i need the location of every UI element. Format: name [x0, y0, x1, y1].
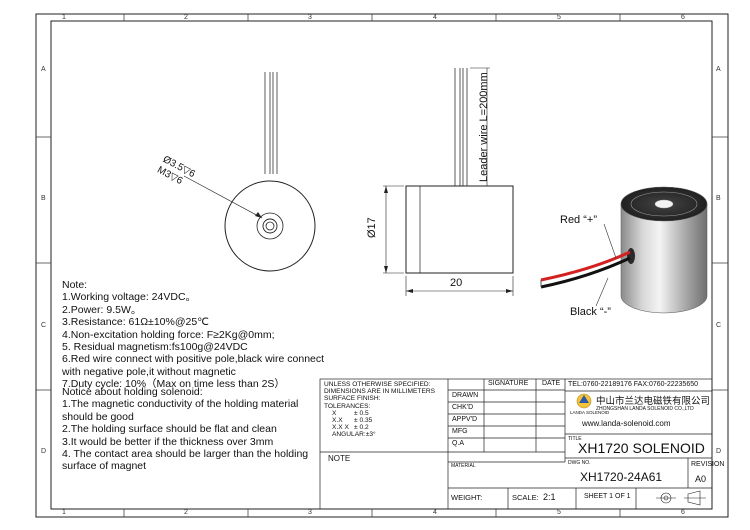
zone-label-row-a: A — [41, 66, 46, 73]
company-name-en: ZHONGSHAN LANDA SOLENOID CO.,LTD — [596, 406, 694, 412]
holding-note-line: should be good — [62, 410, 134, 423]
black-wire-label: Black “-” — [570, 306, 611, 318]
holding-note-line: 2.The holding surface should be flat and… — [62, 423, 277, 436]
signature-header: SIGNATURE — [488, 380, 529, 387]
title-label: TITLE — [568, 436, 582, 442]
holding-notes: Notice about holding solenoid: 1.The mag… — [62, 386, 308, 473]
zone-label-col-4-bottom: 4 — [433, 509, 437, 516]
tel-fax: TEL:0760-22189176 FAX:0760-22235650 — [568, 381, 698, 388]
row-drawn: DRAWN — [452, 392, 479, 399]
company-name-cn: 中山市兰达电磁铁有限公司 — [596, 396, 711, 407]
zone-label-row-d: D — [41, 448, 47, 455]
zone-label-row-c: C — [41, 322, 47, 329]
row-checked: CHK'D — [452, 404, 474, 411]
note-label: NOTE — [328, 454, 351, 463]
tolerance-row: X.X± 0.35 — [332, 417, 373, 425]
zone-label-col-5-bottom: 5 — [557, 509, 561, 516]
sheet-count: SHEET 1 OF 1 — [584, 493, 631, 500]
drawing-title: XH1720 SOLENOID — [578, 440, 705, 456]
material-label: MATERIAL — [451, 463, 476, 469]
spec-line: SURFACE FINISH: — [324, 395, 381, 403]
spec-line: UNLESS OTHERWISE SPECIFIED: — [324, 381, 431, 388]
holding-note-line: 1.The magnetic conductivity of the holdi… — [62, 398, 299, 411]
dwg-no-label: DWG NO. — [568, 460, 591, 466]
note-line: 7.Duty cycle: 10%（Max on time less than … — [62, 378, 285, 391]
weight-label: WEIGHT: — [451, 493, 483, 502]
zone-label-col-6: 6 — [681, 14, 685, 21]
date-header: DATE — [542, 380, 561, 387]
holding-note-line: 4. The contact area should be larger tha… — [62, 448, 309, 461]
note-line: 4.Non-excitation holding force: F≥2Kg@0m… — [62, 328, 275, 341]
zone-label-row-d-right: D — [716, 448, 722, 455]
scale-label: SCALE: — [512, 493, 539, 502]
general-spec-block: UNLESS OTHERWISE SPECIFIED: DIMENSIONS A… — [324, 381, 435, 439]
zone-label-col-2-bottom: 2 — [184, 509, 188, 516]
zone-label-row-c-right: C — [716, 322, 722, 329]
zone-label-col-5: 5 — [557, 14, 561, 21]
holding-notes-heading: Notice about holding solenoid: — [62, 386, 203, 398]
note-line: 3.Resistance: 61Ω±10%@25℃ — [62, 316, 209, 329]
zone-label-col-1-bottom: 1 — [62, 509, 66, 516]
tolerance-row: X.X X± 0.2 — [332, 424, 369, 432]
notes-heading: Note: — [62, 279, 88, 291]
row-approved: APPV'D — [452, 416, 478, 423]
row-qa: Q.A — [452, 440, 465, 447]
company-website[interactable]: www.landa-solenoid.com — [582, 419, 671, 428]
logo-text: LANDA SOLENOID — [570, 410, 610, 415]
revision-label: REVISION — [691, 461, 725, 468]
tolerance-row: X± 0.5 — [332, 409, 369, 417]
note-line: 5. Residual magnetism:fs100g@24VDC — [62, 341, 248, 354]
spec-line: TOLERANCES: — [324, 402, 371, 410]
holding-note-line: surface of magnet — [62, 460, 147, 473]
note-line: 6.Red wire connect with positive pole,bl… — [62, 353, 325, 366]
red-wire-label: Red “+” — [560, 214, 597, 226]
spec-line: DIMENSIONS ARE IN MILLIMETERS — [324, 388, 436, 396]
spec-notes: Note: 1.Working voltage: 24VDC。 2.Power:… — [62, 279, 324, 391]
zone-label-col-6-bottom: 6 — [681, 509, 685, 516]
zone-label-col-3: 3 — [308, 14, 312, 21]
zone-label-col-4: 4 — [433, 14, 437, 21]
scale-value: 2:1 — [543, 492, 556, 502]
zone-label-col-3-bottom: 3 — [308, 509, 312, 516]
angular-tolerance: ANGULAR:±3° — [332, 431, 376, 439]
zone-label-row-b-right: B — [716, 195, 721, 202]
row-mfg: MFG — [452, 428, 468, 435]
note-line: 1.Working voltage: 24VDC。 — [62, 291, 197, 304]
note-line: with negative pole,it without magnetic — [62, 365, 236, 378]
drawing-number: XH1720-24A61 — [580, 470, 663, 484]
zone-label-row-b: B — [41, 195, 46, 202]
note-line: 2.Power: 9.5W。 — [62, 303, 142, 316]
length-dimension: 20 — [450, 277, 463, 289]
zone-label-row-a-right: A — [716, 66, 721, 73]
zone-label-col-1: 1 — [62, 14, 66, 21]
revision-value: A0 — [695, 474, 707, 484]
holding-note-line: 3.It would be better if the thickness ov… — [62, 435, 274, 448]
zone-label-col-2: 2 — [184, 14, 188, 21]
